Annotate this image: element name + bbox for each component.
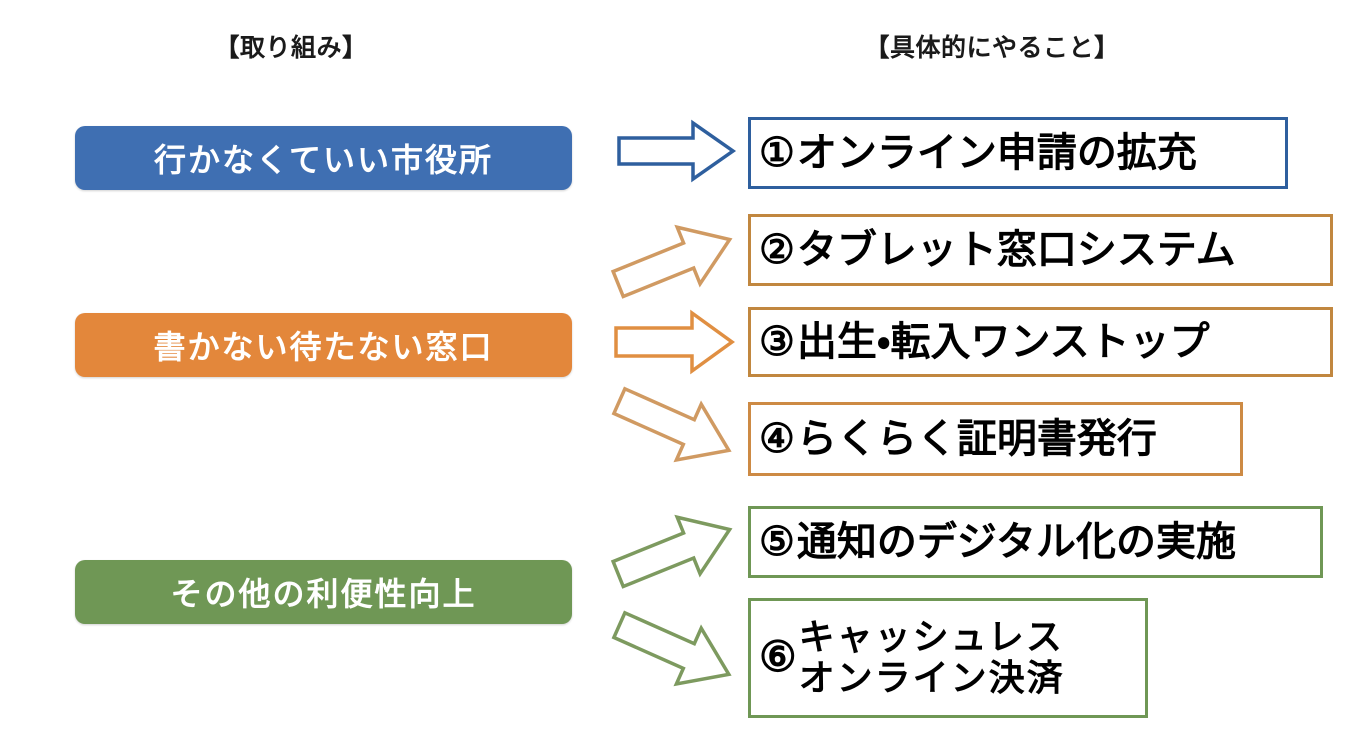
arrow-to-action-2-icon bbox=[608, 222, 740, 299]
theme-pill-label: 行かなくていい市役所 bbox=[153, 142, 494, 178]
arrow-to-action-5-icon bbox=[608, 512, 740, 589]
action-number: ⑤ bbox=[759, 519, 795, 564]
arrow-to-action-1-icon bbox=[617, 119, 737, 183]
action-label: らくらく証明書発行 bbox=[796, 416, 1157, 461]
action-box-4[interactable]: ④ らくらく証明書発行 bbox=[748, 402, 1243, 476]
theme-pill-label: 書かない待たない窓口 bbox=[153, 329, 494, 365]
theme-pill-other-convenience-improvements[interactable]: その他の利便性向上 bbox=[75, 560, 572, 624]
arrow-to-action-6-icon bbox=[608, 610, 740, 688]
action-label: タブレット窓口システム bbox=[796, 227, 1236, 272]
action-box-3[interactable]: ③ 出生・転入ワンストップ bbox=[748, 307, 1333, 377]
action-number: ⑥ bbox=[759, 635, 797, 681]
theme-pill-go-free-city-hall[interactable]: 行かなくていい市役所 bbox=[75, 126, 572, 190]
action-label: オンライン申請の拡充 bbox=[796, 130, 1197, 175]
theme-pill-no-write-no-wait-counter[interactable]: 書かない待たない窓口 bbox=[75, 313, 572, 377]
arrow-to-action-3-icon bbox=[614, 309, 735, 375]
theme-pill-label: その他の利便性向上 bbox=[170, 576, 477, 612]
action-label: 出生・転入ワンストップ bbox=[796, 319, 1210, 364]
action-number: ② bbox=[759, 227, 795, 272]
action-number: ④ bbox=[759, 416, 795, 461]
action-box-6[interactable]: ⑥ キャッシュレス オンライン決済 bbox=[748, 598, 1148, 718]
action-label: キャッシュレス オンライン決済 bbox=[798, 616, 1065, 698]
action-box-5[interactable]: ⑤ 通知のデジタル化の実施 bbox=[748, 506, 1323, 578]
action-number: ③ bbox=[759, 319, 795, 364]
action-label: 通知のデジタル化の実施 bbox=[796, 519, 1237, 564]
action-box-1[interactable]: ① オンライン申請の拡充 bbox=[748, 117, 1288, 189]
arrow-to-action-4-icon bbox=[608, 386, 740, 464]
column-header-initiatives: 【取り組み】 bbox=[214, 35, 368, 62]
column-header-concrete-actions: 【具体的にやること】 bbox=[864, 35, 1120, 62]
action-number: ① bbox=[759, 130, 795, 175]
action-box-2[interactable]: ② タブレット窓口システム bbox=[748, 214, 1333, 286]
